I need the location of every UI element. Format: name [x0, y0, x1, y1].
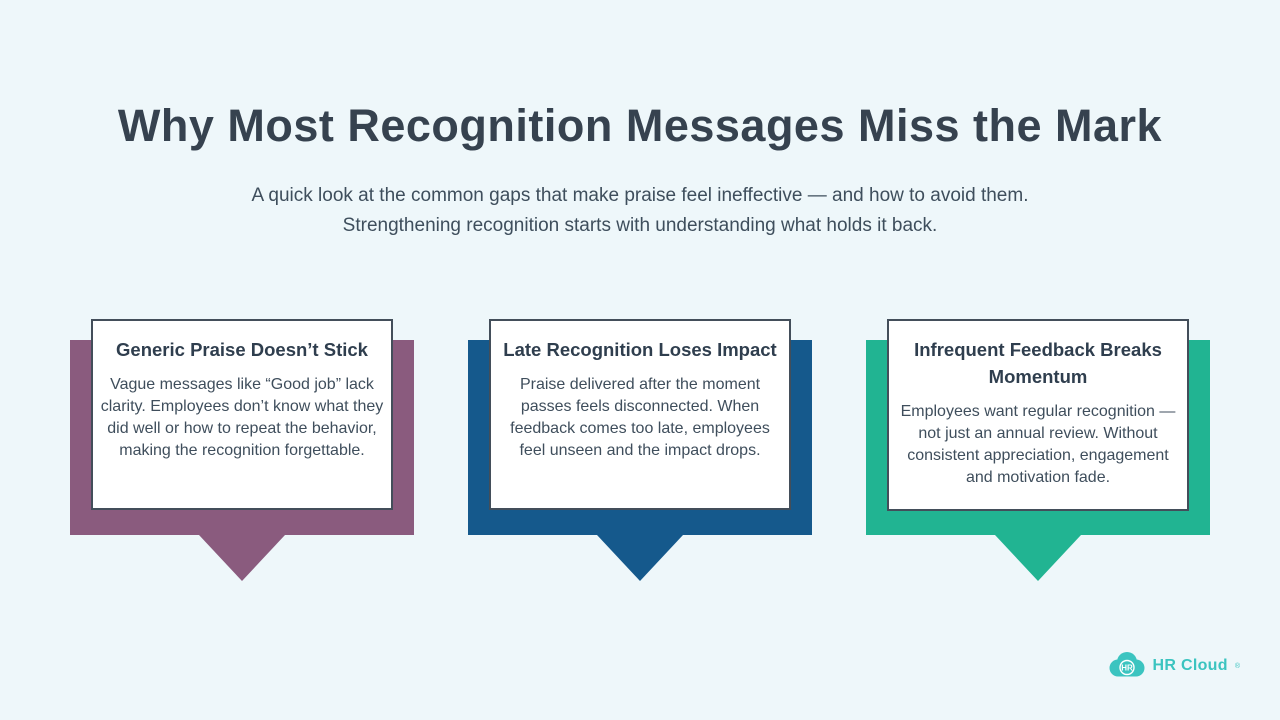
- subtitle-line-2: Strengthening recognition starts with un…: [342, 215, 938, 236]
- card-pointer-tail: [995, 535, 1081, 581]
- page-title: Why Most Recognition Messages Miss the M…: [117, 100, 1163, 151]
- hr-cloud-icon: HR: [1108, 651, 1146, 681]
- hr-cloud-logo: HR HR Cloud ®: [1108, 651, 1240, 681]
- card-panel: Late Recognition Loses Impact Praise del…: [489, 319, 791, 510]
- card-late-recognition: Late Recognition Loses Impact Praise del…: [468, 319, 812, 581]
- card-panel: Infrequent Feedback Breaks Momentum Empl…: [887, 319, 1189, 511]
- cards-row: Generic Praise Doesn’t Stick Vague messa…: [0, 319, 1280, 581]
- card-body-text: Employees want regular recognition —not …: [900, 403, 1176, 486]
- svg-text:HR: HR: [1121, 664, 1133, 673]
- card-panel: Generic Praise Doesn’t Stick Vague messa…: [91, 319, 393, 510]
- page-subtitle: A quick look at the common gaps that mak…: [0, 181, 1280, 241]
- card-infrequent-feedback: Infrequent Feedback Breaks Momentum Empl…: [866, 319, 1210, 581]
- registered-trademark-symbol: ®: [1234, 662, 1240, 670]
- subtitle-line-1: A quick look at the common gaps that mak…: [251, 185, 1029, 206]
- card-heading: Late Recognition Loses Impact: [503, 339, 777, 360]
- card-pointer-tail: [597, 535, 683, 581]
- card-heading: Infrequent Feedback Breaks Momentum: [914, 339, 1162, 387]
- card-pointer-tail: [199, 535, 285, 581]
- card-heading: Generic Praise Doesn’t Stick: [116, 339, 368, 360]
- hr-cloud-wordmark: HR Cloud: [1152, 657, 1228, 674]
- card-body-text: Praise delivered after the moment passes…: [510, 376, 770, 459]
- card-generic-praise: Generic Praise Doesn’t Stick Vague messa…: [70, 319, 414, 581]
- card-body-text: Vague messages like “Good job” lack clar…: [100, 376, 384, 459]
